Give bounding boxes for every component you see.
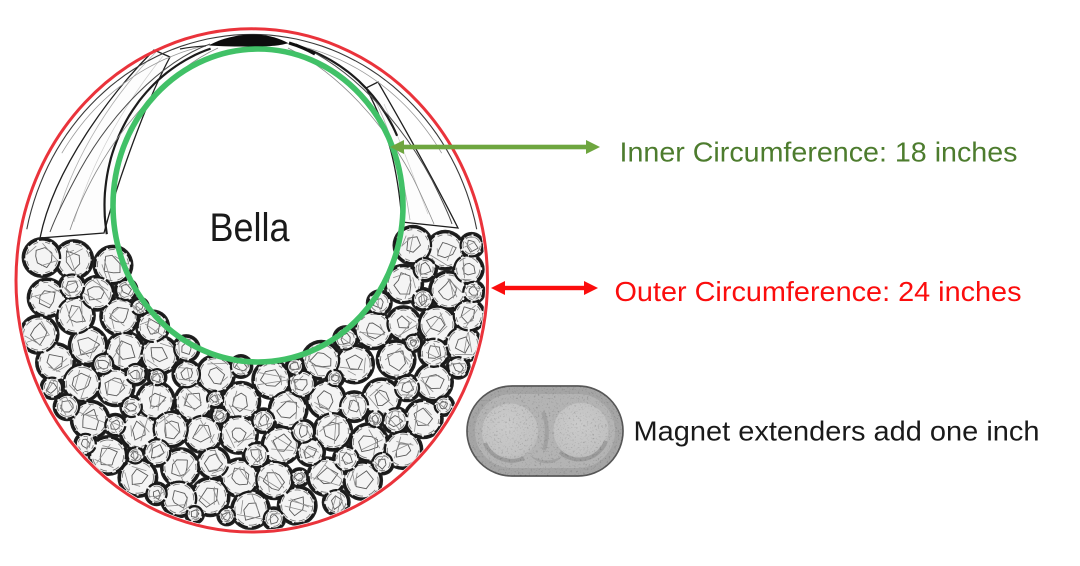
svg-text:Inner Circumference: 18 inches: Inner Circumference: 18 inches (620, 136, 1018, 167)
svg-text:Bella: Bella (210, 206, 291, 250)
svg-text:Magnet extenders add one inch: Magnet extenders add one inch (634, 415, 1040, 446)
svg-text:Outer Circumference: 24 inches: Outer Circumference: 24 inches (615, 276, 1022, 307)
